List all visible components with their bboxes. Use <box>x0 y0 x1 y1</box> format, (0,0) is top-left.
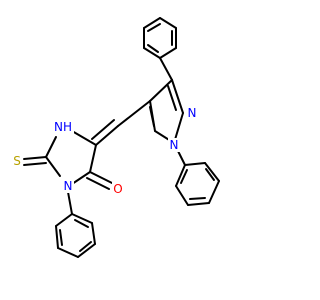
imidazolone-ring <box>45 130 97 185</box>
atom-label-n1: N <box>170 138 179 152</box>
methylidene-linker <box>91 100 151 146</box>
phenyl-ring-top <box>143 17 177 59</box>
carbonyl-group <box>86 171 113 190</box>
phenyl-ring-right <box>173 142 220 206</box>
atom-label-s: S <box>13 154 21 168</box>
atom-s: S <box>11 154 23 168</box>
atom-label-nh: NH <box>54 120 72 134</box>
atom-n3: N <box>62 179 74 193</box>
atom-n1: N <box>168 138 180 152</box>
exocyclic-double <box>91 119 115 140</box>
structure-svg: N N NH N S O <box>11 17 220 258</box>
atom-label-o: O <box>113 182 122 196</box>
c3-n2-double <box>167 85 177 111</box>
pyrazole-ring <box>149 57 184 144</box>
atom-label-n3: N <box>64 179 73 193</box>
structure-diagram: N N NH N S O <box>11 17 220 258</box>
atom-nh: NH <box>52 120 74 134</box>
c4-c5-double <box>149 106 155 127</box>
atom-o: O <box>112 182 124 196</box>
atom-n2: N <box>186 106 198 120</box>
n3-phenyl-bond <box>67 191 73 215</box>
phenyl-c3-bond <box>159 57 173 81</box>
thione-group <box>23 156 47 166</box>
phenyl-ring-bottom <box>55 191 96 258</box>
atom-label-n2: N <box>188 106 197 120</box>
